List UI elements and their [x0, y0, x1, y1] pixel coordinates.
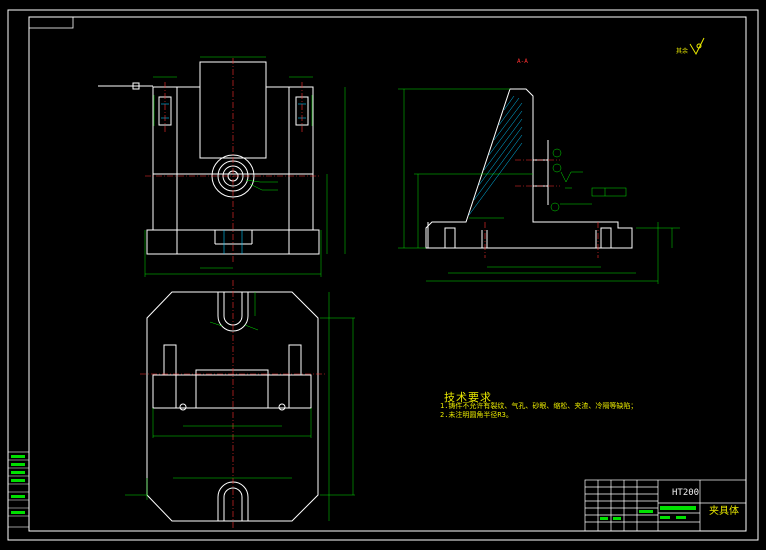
title-block-part-name: 夹具体: [709, 506, 739, 517]
front-view-dimensions: [144, 56, 346, 277]
title-block: [584, 479, 747, 532]
section-hatch: [468, 95, 523, 216]
title-block-material: HT200: [672, 488, 700, 498]
roughness-note: 其余: [676, 48, 689, 55]
plan-view-dimensions: [125, 292, 355, 521]
inner-frame: [28, 16, 747, 532]
section-view: [425, 88, 633, 249]
front-view: [98, 61, 320, 255]
roughness-symbol: [689, 37, 705, 56]
outer-frame: [7, 9, 759, 541]
plan-view: [146, 291, 319, 522]
plan-view-centerlines: [140, 280, 325, 530]
section-label: A-A: [517, 58, 528, 65]
section-centerlines: [484, 159, 599, 258]
technical-requirements-title: 技术要求: [444, 391, 492, 404]
technical-requirement-2: 2.未注明圆角半径R3。: [440, 411, 513, 419]
technical-requirement-1: 1.铸件不允许有裂纹、气孔、砂眼、缩松、夹渣、冷隔等缺陷；: [440, 402, 638, 410]
front-view-centerlines: [145, 58, 320, 262]
corner-code-box: [28, 16, 74, 29]
front-view-hatch: [161, 103, 306, 254]
section-dimensions: [398, 88, 680, 284]
left-margin-strip: [7, 451, 30, 528]
